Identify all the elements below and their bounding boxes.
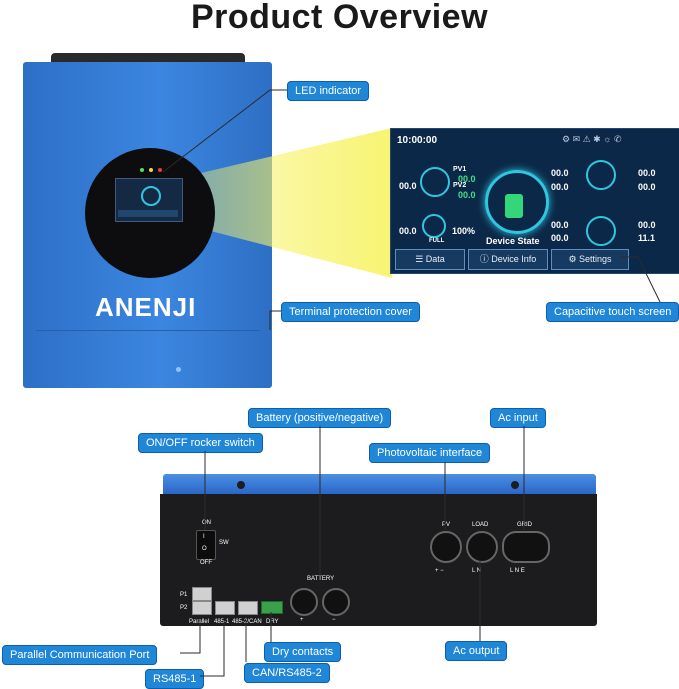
- info-icon: ⓘ: [479, 254, 492, 264]
- callout-ac-output: Ac output: [445, 641, 508, 661]
- battery-minus-label: −: [332, 617, 336, 623]
- pv1-value: 00.0: [458, 174, 476, 184]
- device-info-label: Device Info: [491, 254, 537, 264]
- battery-terminal-label: BATTERY: [307, 576, 335, 582]
- grid-current-a: 00.0: [551, 168, 569, 178]
- display-zoom-beam: [180, 128, 392, 278]
- screw-icon: [237, 481, 245, 489]
- grid-terminal[interactable]: [502, 531, 550, 563]
- mini-screen-button-bar: [118, 210, 178, 217]
- grid-frequency: 00.0: [638, 168, 656, 178]
- device-icon: [505, 194, 523, 218]
- rs485-1-port[interactable]: [215, 601, 235, 615]
- data-button-label: Data: [425, 254, 445, 264]
- dry-port-label: DRY: [266, 619, 279, 625]
- grid-voltage: 00.0: [638, 182, 656, 192]
- unit-bottom-cover: [163, 474, 596, 494]
- load-power: 00.0: [638, 220, 656, 230]
- pv-polarity-label: + −: [435, 568, 444, 574]
- callout-ac-input: Ac input: [490, 408, 546, 428]
- battery-voltage: 00.0: [399, 226, 417, 236]
- battery-state: FULL: [429, 238, 445, 244]
- callout-parallel-port: Parallel Communication Port: [2, 645, 158, 665]
- callout-battery: Battery (positive/negative): [248, 408, 392, 428]
- load-terminal[interactable]: [466, 531, 498, 563]
- callout-can-rs485-2: CAN/RS485-2: [244, 663, 330, 683]
- settings-label: Settings: [579, 254, 612, 264]
- parallel-port-p1[interactable]: [192, 587, 212, 601]
- led-indicator-icon: [158, 168, 162, 172]
- leader-lines-top: [162, 89, 661, 330]
- load-current-b: 00.0: [551, 233, 569, 243]
- callout-touch-screen: Capacitive touch screen: [546, 302, 679, 322]
- gear-icon: ⚙: [568, 254, 580, 264]
- grid-tower-icon: [586, 160, 616, 190]
- callout-terminal-cover: Terminal protection cover: [281, 302, 420, 322]
- parallel-port-p2[interactable]: [192, 601, 212, 615]
- p1-label: P1: [180, 592, 188, 598]
- callout-dry-contacts: Dry contacts: [264, 642, 342, 662]
- switch-o-label: O: [202, 546, 207, 552]
- pv1-label: PV1: [453, 166, 467, 173]
- callout-photovoltaic: Photovoltaic interface: [369, 443, 491, 463]
- led-indicator-icon: [149, 168, 153, 172]
- screen-clock: 10:00:00: [397, 135, 438, 146]
- screw-icon: [511, 481, 519, 489]
- home-load-icon: [586, 216, 616, 246]
- battery-icon: [422, 214, 446, 238]
- battery-plus-label: +: [300, 617, 304, 623]
- battery-positive-terminal[interactable]: [290, 588, 318, 616]
- pv2-label: PV2: [453, 182, 467, 189]
- parallel-port-label: Parallel: [189, 619, 210, 625]
- pv2-value: 00.0: [458, 190, 476, 200]
- load-ln-label: L N: [472, 568, 482, 574]
- brand-logo: ANENJI: [95, 292, 197, 322]
- grid-current-b: 00.0: [551, 182, 569, 192]
- settings-button[interactable]: ⚙ Settings: [551, 249, 629, 270]
- rs485-2-can-port[interactable]: [238, 601, 258, 615]
- leader-lines-bottom: [180, 426, 525, 677]
- dry-contact-terminal[interactable]: [261, 601, 283, 614]
- p2-label: P2: [180, 605, 188, 611]
- device-state-label: Device State: [486, 236, 540, 246]
- terminal-cover-seam: [36, 330, 260, 331]
- status-icons: ⚙ ✉ ⚠ ✱ ☼ ✆: [562, 134, 622, 144]
- device-info-button[interactable]: ⓘ Device Info: [468, 249, 548, 270]
- battery-percent: 100%: [452, 226, 476, 236]
- load-value: 11.1: [638, 233, 656, 243]
- callout-onoff-switch: ON/OFF rocker switch: [138, 433, 263, 453]
- load-port-label: LOAD: [472, 522, 489, 528]
- list-icon: ☰: [415, 254, 426, 264]
- load-current-a: 00.0: [551, 220, 569, 230]
- switch-off-label: OFF: [200, 560, 212, 566]
- battery-negative-terminal[interactable]: [322, 588, 350, 616]
- led-indicator-icon: [140, 168, 144, 172]
- device-ring-icon: [485, 170, 549, 234]
- switch-on-label: ON: [202, 520, 211, 526]
- switch-i-label: I: [203, 534, 205, 540]
- bottom-led-icon: [176, 367, 181, 372]
- page-title: Product Overview: [190, 0, 489, 36]
- grid-lne-label: L N E: [510, 568, 525, 574]
- rs485-1-port-label: 485-1: [214, 619, 230, 625]
- rocker-switch[interactable]: [196, 530, 216, 560]
- pv-port-label: PV: [442, 522, 451, 528]
- switch-sw-label: SW: [219, 540, 229, 546]
- mini-screen-ring-icon: [141, 186, 161, 206]
- data-button[interactable]: ☰ Data: [395, 249, 465, 270]
- rs485-2-port-label: 485-2/CAN: [232, 619, 262, 625]
- pv-total-value: 00.0: [399, 181, 417, 191]
- solar-panel-icon: [420, 167, 450, 197]
- callout-led-indicator: LED indicator: [287, 81, 370, 101]
- pv-terminal[interactable]: [430, 531, 462, 563]
